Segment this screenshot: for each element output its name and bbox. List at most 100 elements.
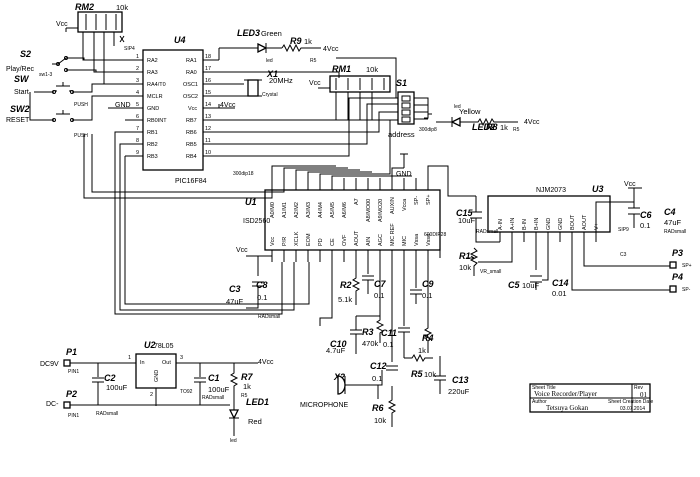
power-input: P1 DC9V PIN1 P2 DC- PIN1 C2 100uF RADsma… xyxy=(40,347,230,419)
r8-vcc-label: 4Vcc xyxy=(524,119,540,126)
rm1-value: 10k xyxy=(366,65,378,74)
speaker-connectors: P3 SP+ P4 SP- xyxy=(571,242,692,293)
rm1-resistor-network: RM1 10k Vcc xyxy=(309,64,391,120)
c10-value: 4.7uF xyxy=(326,346,346,355)
date-label: Sheet Creation Date xyxy=(608,399,654,405)
date-value: 03.07.2014 xyxy=(620,406,645,412)
u3-njm2073: U3 NJM2073 SIP9 A-IN A+IN B-IN B+IN GND … xyxy=(487,184,629,242)
led2-footprint: led xyxy=(454,104,461,110)
c11-value: 0.1 xyxy=(383,340,393,349)
u4-vcc-label: 4Vcc xyxy=(220,102,236,109)
u4-pin-11-name: RB5 xyxy=(186,142,197,148)
led1-ref: LED1 xyxy=(246,397,269,407)
u3-part: NJM2073 xyxy=(536,187,566,194)
u4-gnd-connection: GND xyxy=(108,102,131,109)
r6-ref: R6 xyxy=(372,403,384,413)
r6-value: 10k xyxy=(374,416,386,425)
c6-vcc-label: Vcc xyxy=(624,181,636,188)
p4-ref: P4 xyxy=(672,272,683,282)
u4-pin-12-name: RB6 xyxy=(186,130,197,136)
led2-and-r8: led Yellow LED2 R8 1k R5 4Vcc xyxy=(436,104,540,133)
r8-footprint: R5 xyxy=(513,127,520,133)
c12-ref: C12 xyxy=(370,361,387,371)
u4-pin-16-num: 16 xyxy=(205,78,211,84)
u1-pin-a6: A6/M6 xyxy=(342,202,348,218)
u4-part: PIC16F84 xyxy=(175,178,207,185)
u1-pin-vssd: Vssd xyxy=(426,234,432,246)
u3-pin-ain-minus: A-IN xyxy=(498,219,504,230)
sw-label: Start xyxy=(14,89,29,96)
c14-ref: C14 xyxy=(552,278,569,288)
u1-pin-a5: A5/M5 xyxy=(330,202,336,218)
u1-pin-a3: A3/M3 xyxy=(306,202,312,218)
u2-pin-3-num: 3 xyxy=(180,355,183,361)
led1-footprint: led xyxy=(230,438,237,444)
u1-pin-spp: SP+ xyxy=(426,194,432,205)
rm2-to-u4-wires xyxy=(82,46,125,85)
u1-pin-spm: SP- xyxy=(414,196,420,205)
c2-value: 100uF xyxy=(106,383,128,392)
u3-footprint: SIP9 xyxy=(618,227,629,233)
p1-footprint: PIN1 xyxy=(68,369,79,375)
u3-pin-bout: BOUT xyxy=(570,214,576,230)
author-label: Author xyxy=(532,399,547,405)
p2-footprint: PIN1 xyxy=(68,413,79,419)
u4-pin-15-name: OSC2 xyxy=(183,94,198,100)
r4-r5-c13: R4 1k R5 10k C13 220uF xyxy=(404,250,470,396)
c3-ref: C3 xyxy=(229,284,241,294)
u4-pin-1-num: 1 xyxy=(136,54,139,60)
u2-pin-1-num: 1 xyxy=(128,355,131,361)
u4-pin-3-name: RA4/T0 xyxy=(147,82,166,88)
p2-ref: P2 xyxy=(66,389,77,399)
r5-value: 10k xyxy=(424,370,436,379)
u4-pin-8-name: RB2 xyxy=(147,142,158,148)
sw2-ref: SW2 xyxy=(10,104,30,114)
r3-c10: R3 470k C10 4.7uF xyxy=(326,262,385,355)
u1-bottom-pins: Vcc P/R XCLK EOM PD CE OVF AOUT AIN AGC … xyxy=(270,223,432,262)
r9-value: 1k xyxy=(304,37,312,46)
c13-ref: C13 xyxy=(452,375,469,385)
u1-ref: U1 xyxy=(245,197,257,207)
u1-pin-vcc: Vcc xyxy=(270,237,276,246)
c8-ref: C8 xyxy=(256,280,268,290)
p3-label: SP+ xyxy=(682,263,692,269)
c8-value: 0.1 xyxy=(257,293,267,302)
rev-label: Rev xyxy=(634,385,643,391)
u4-pin-14-name: Vcc xyxy=(188,106,197,112)
u4-pin-7-num: 7 xyxy=(136,126,139,132)
led2-ref: LED2 xyxy=(472,122,495,132)
sw-ref: SW xyxy=(14,74,30,84)
r7-footprint: R5 xyxy=(241,393,248,399)
u1-pin-a7: A7 xyxy=(354,198,360,205)
c3-value: 47uF xyxy=(226,297,244,306)
c2-ref: C2 xyxy=(104,373,116,383)
u4-ref: U4 xyxy=(174,35,186,45)
u1-isd2560: U1 ISD2560 600DIP28 A0/M0 A1/M1 A2/M2 A3… xyxy=(243,120,446,262)
u1-pin-a8: A8/MO00 xyxy=(366,199,372,222)
c14-value: 0.01 xyxy=(552,289,567,298)
s1-label: address xyxy=(388,130,415,139)
c11-c12: C11 0.1 C12 0.1 xyxy=(370,262,410,383)
c1-ref: C1 xyxy=(208,373,220,383)
r7-value: 1k xyxy=(243,382,251,391)
s2-ref: S2 xyxy=(20,49,31,59)
u4-pin-18-num: 18 xyxy=(205,54,211,60)
u4-pin-5-num: 5 xyxy=(136,102,139,108)
c2-footprint: RADsmall xyxy=(96,411,118,417)
u1-pin-a0: A0/M0 xyxy=(270,202,276,218)
u2-pin-in: In xyxy=(140,360,145,366)
s2-label: Play/Rec xyxy=(6,66,35,73)
sw2-label: RESET xyxy=(6,117,30,124)
u3-pin-gnd-1: GND xyxy=(546,218,552,230)
u1-pin-ce: CE xyxy=(330,238,336,246)
x1-footprint: Crystal xyxy=(262,92,278,98)
p4-label: SP- xyxy=(682,287,691,293)
c9-value: 0.1 xyxy=(422,291,432,300)
u4-pin-9-num: 9 xyxy=(136,150,139,156)
u2-part: 78L05 xyxy=(154,343,174,350)
u4-pin-18-name: RA1 xyxy=(186,58,197,64)
u1-pin-xclk: XCLK xyxy=(294,231,300,246)
title-block: Sheet Title Voice Recorder/Player Rev 01… xyxy=(529,383,654,413)
r1-footprint: VR_small xyxy=(480,269,501,275)
switch-sw: SW Start PUSH xyxy=(14,74,125,121)
